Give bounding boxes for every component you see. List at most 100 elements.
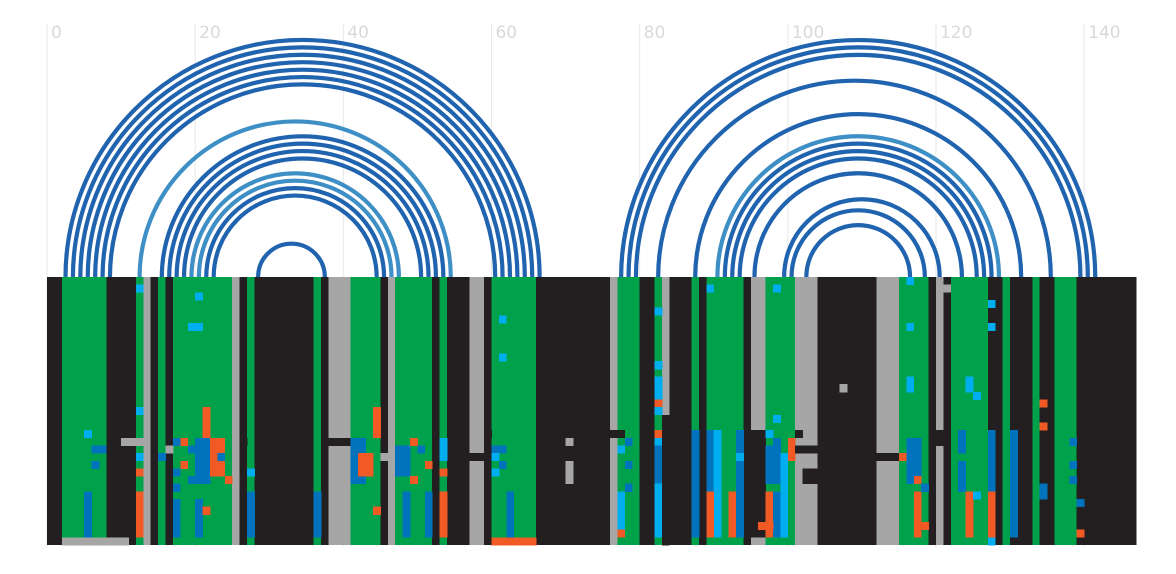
heatmap-column-0 <box>47 277 63 545</box>
heatmap-cell-84 <box>728 491 737 538</box>
pairing-arcs <box>63 37 1098 278</box>
heatmap-cell-27 <box>224 476 233 485</box>
heatmap-cell-124 <box>987 537 996 546</box>
heatmap-column-21 <box>439 277 448 545</box>
heatmap-cell-82 <box>713 430 722 538</box>
heatmap-cell-23 <box>202 407 211 439</box>
x-tick-label-4: 80 <box>644 23 666 43</box>
x-tick-label-0: 0 <box>51 23 62 43</box>
heatmap-cell-8 <box>135 453 144 462</box>
heatmap-cell-118 <box>965 491 974 538</box>
heatmap-cell-79 <box>691 430 700 538</box>
heatmap-column-51 <box>1039 277 1055 545</box>
heatmap-cell-54 <box>498 460 507 469</box>
arc-26 <box>752 171 965 278</box>
heatmap-column-32 <box>669 277 692 545</box>
heatmap-cell-87 <box>750 430 766 538</box>
heatmap-cell-38 <box>372 506 381 515</box>
heatmap-cell-75 <box>654 437 663 446</box>
heatmap-cell-112 <box>935 430 944 446</box>
heatmap-cell-39 <box>380 453 389 462</box>
heatmap-cell-97 <box>802 468 818 485</box>
heatmap-cell-60 <box>565 437 574 446</box>
heatmap-column-29 <box>639 277 655 545</box>
heatmap-cell-81 <box>706 430 715 492</box>
heatmap-cell-110 <box>921 483 929 492</box>
heatmap-cell-109 <box>913 491 922 538</box>
x-tick-label-7: 140 <box>1088 23 1120 43</box>
heatmap-column-2 <box>106 277 137 545</box>
arc-10 <box>174 149 431 278</box>
heatmap-cell-63 <box>617 445 626 454</box>
heatmap-cell-111 <box>921 522 929 531</box>
heatmap-cell-69 <box>654 307 663 316</box>
heatmap-column-22 <box>447 277 470 545</box>
heatmap-cell-30 <box>239 437 248 446</box>
heatmap-cell-29 <box>187 322 203 331</box>
heatmap-cell-46 <box>424 491 433 538</box>
heatmap-column-45 <box>943 277 952 545</box>
heatmap-cell-19 <box>187 445 196 454</box>
arc-22 <box>715 134 1002 278</box>
arc-23 <box>722 141 994 278</box>
heatmap-cell-5 <box>91 460 100 469</box>
heatmap-cell-50 <box>469 453 500 462</box>
heatmap-cell-105 <box>906 376 915 393</box>
heatmap-cell-117 <box>958 460 967 492</box>
heatmap-cell-83 <box>706 491 715 538</box>
heatmap-column-12 <box>254 277 315 545</box>
heatmap-cell-48 <box>439 468 448 477</box>
heatmap-column-7 <box>165 277 174 545</box>
heatmap-cell-73 <box>654 407 663 416</box>
heatmap-cell-95 <box>795 430 804 439</box>
heatmap-cell-25 <box>202 506 211 515</box>
heatmap-cell-70 <box>654 361 663 370</box>
x-tick-label-1: 20 <box>199 23 221 43</box>
arc-11 <box>181 156 424 278</box>
heatmap-cell-106 <box>898 453 907 462</box>
heatmap-cell-41 <box>402 491 411 538</box>
heatmap-column-31 <box>661 277 670 545</box>
heatmap-cell-122 <box>987 430 996 492</box>
heatmap-cell-40 <box>395 445 411 477</box>
heatmap-cell-101 <box>839 384 848 393</box>
heatmap-cell-17 <box>180 437 189 446</box>
arc-16 <box>256 241 327 278</box>
heatmap-column-15 <box>328 277 352 545</box>
heatmap-cell-61 <box>565 460 574 485</box>
heatmap-cell-116 <box>973 391 981 400</box>
heatmap-cell-15 <box>172 483 181 492</box>
arc-15 <box>211 193 379 278</box>
heatmap-column-6 <box>158 277 166 545</box>
heatmap-cell-64 <box>617 491 626 538</box>
arc-12 <box>189 171 401 278</box>
heatmap-cell-53 <box>491 453 500 462</box>
heatmap-column-39 <box>795 277 818 545</box>
heatmap-cell-72 <box>654 399 663 408</box>
heatmap-cell-65 <box>624 437 633 446</box>
heatmap-cell-22 <box>195 499 203 538</box>
heatmap-cell-43 <box>410 476 418 485</box>
heatmap-cell-4 <box>84 491 92 538</box>
heatmap-cell-20 <box>187 476 196 485</box>
arc-24 <box>730 149 987 278</box>
heatmap-cell-123 <box>987 491 996 538</box>
heatmap-column-33 <box>691 277 700 545</box>
heatmap-cell-100 <box>758 522 774 531</box>
heatmap-cell-14 <box>172 468 181 477</box>
arc-28 <box>789 208 927 278</box>
heatmap-cell-125 <box>1010 430 1018 538</box>
heatmap-cell-114 <box>958 430 967 454</box>
heatmap-column-23 <box>469 277 485 545</box>
arc-3 <box>85 60 520 278</box>
heatmap-column-13 <box>313 277 322 545</box>
heatmap-cell-74 <box>654 430 663 439</box>
heatmap-cell-45 <box>424 460 433 469</box>
arc-27 <box>782 197 942 278</box>
x-tick-label-3: 60 <box>495 23 517 43</box>
heatmap-cell-120 <box>987 299 996 309</box>
arc-2 <box>78 52 527 278</box>
arc-5 <box>100 74 505 278</box>
heatmap-cell-91 <box>765 491 774 538</box>
